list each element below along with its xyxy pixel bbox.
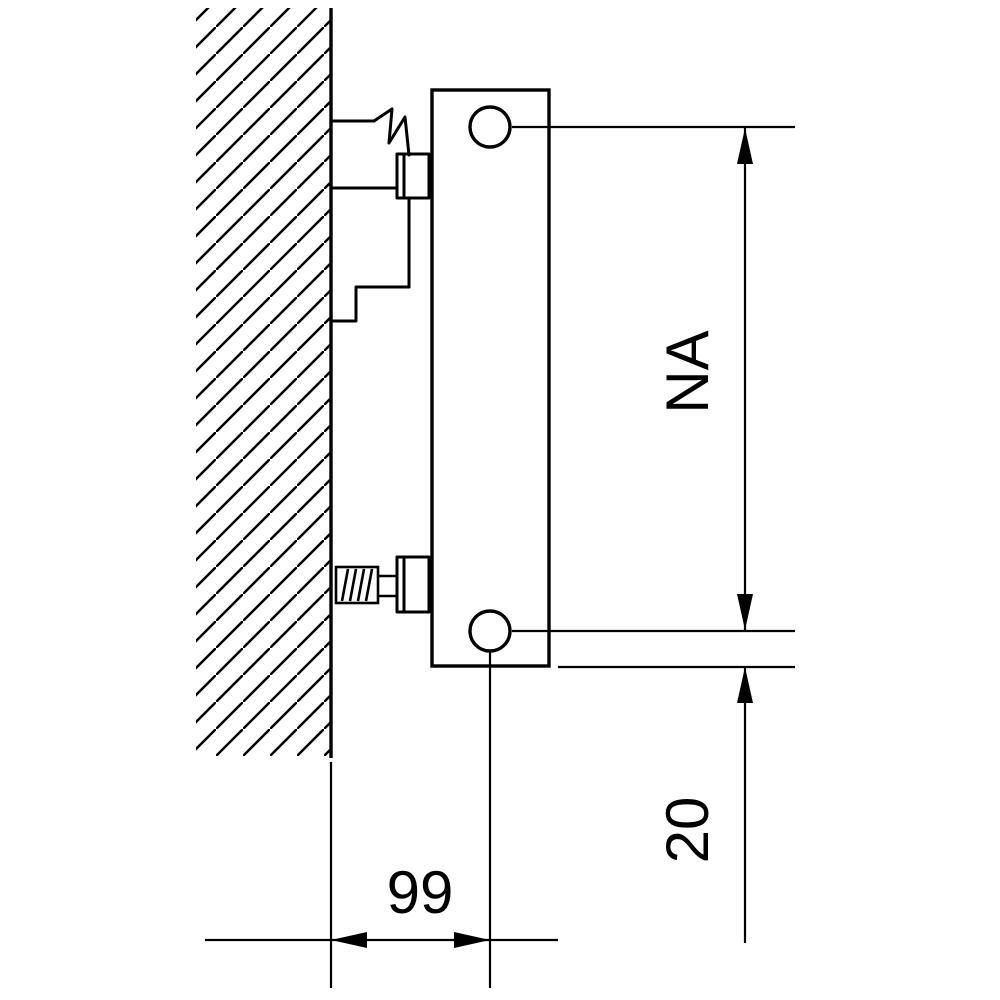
valve-block — [395, 555, 431, 614]
dim20-label: 20 — [654, 797, 721, 864]
dimension-99: 99 — [205, 652, 558, 988]
dim99-label: 99 — [387, 859, 454, 926]
dim99-arrow-right — [454, 932, 490, 948]
bottom-fixing-bolt — [334, 555, 431, 614]
na-arrow-down — [737, 594, 753, 630]
bracket-clamp-block — [395, 152, 431, 200]
bolt-thread-hatching — [340, 568, 374, 602]
top-mounting-bracket — [331, 107, 431, 323]
top-connection-hub — [468, 105, 512, 149]
dimension-20: 20 — [654, 667, 753, 943]
dim20-arrow-up — [737, 667, 753, 703]
wall-hatching — [196, 8, 331, 756]
na-arrow-up — [737, 128, 753, 164]
bottom-connection-hub — [468, 609, 512, 653]
dimension-na: NA — [654, 127, 753, 631]
na-dimension-label: NA — [654, 330, 721, 413]
radiator-body — [430, 88, 551, 668]
bracket-hook-claw — [372, 107, 411, 157]
bolt-shaft — [378, 574, 397, 598]
dim99-arrow-left — [331, 932, 367, 948]
bolt-thread-body — [334, 565, 380, 605]
bracket-wall-step — [331, 285, 411, 323]
